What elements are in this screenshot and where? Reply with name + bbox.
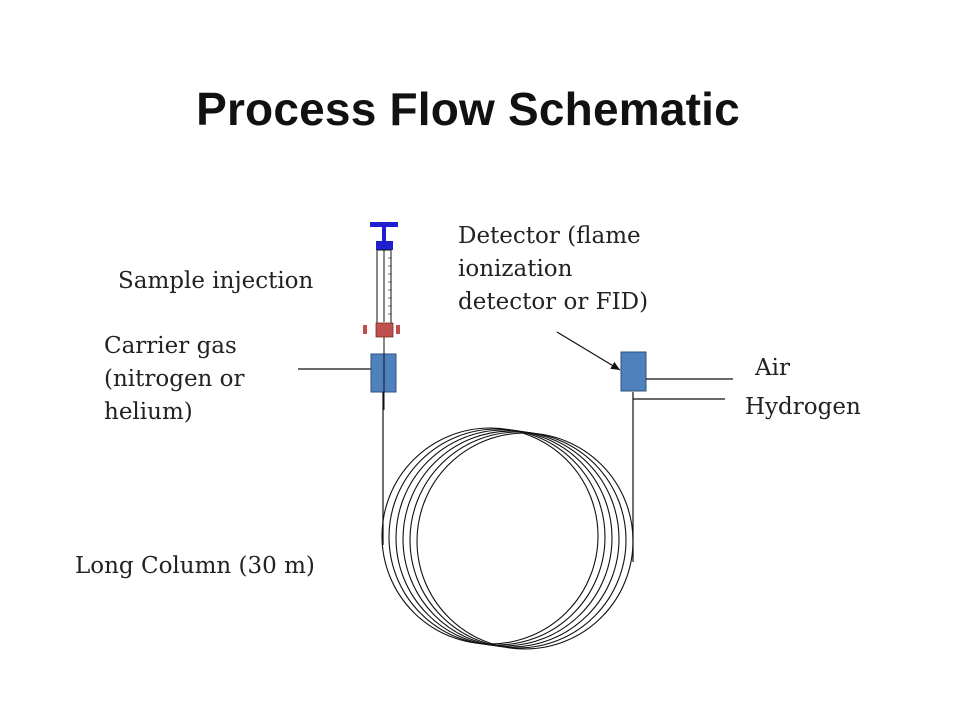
hydrogen-label: Hydrogen <box>745 394 861 420</box>
column-coil <box>381 427 634 650</box>
page-title: Process Flow Schematic <box>196 83 740 135</box>
detector-pointer-arrow <box>556 331 621 371</box>
detector-label-line-1: Detector (flame <box>458 223 641 249</box>
air-label: Air <box>755 355 790 381</box>
syringe-graduations <box>388 257 391 315</box>
syringe-plunger-cap <box>370 222 398 227</box>
detector-block <box>620 351 647 392</box>
carrier-gas-label-line-1: Carrier gas <box>104 333 237 359</box>
septum-block <box>375 322 394 338</box>
septum-right <box>396 325 400 334</box>
carrier-gas-label-line-3: helium) <box>104 399 193 425</box>
syringe-icon <box>363 222 400 338</box>
detector-label-line-3: detector or FID) <box>458 289 649 315</box>
long-column-label: Long Column (30 m) <box>75 553 315 579</box>
syringe-plunger-rod <box>382 227 386 241</box>
carrier-gas-label-line-2: (nitrogen or <box>104 366 245 392</box>
carrier-gas-label: Carrier gas (nitrogen or helium) <box>104 330 245 429</box>
syringe-plunger-head <box>376 241 393 250</box>
sample-injection-label: Sample injection <box>118 268 314 294</box>
detector-label-line-2: ionization <box>458 256 573 282</box>
detector-label: Detector (flame ionization detector or F… <box>458 220 648 319</box>
septum-left <box>363 325 367 334</box>
